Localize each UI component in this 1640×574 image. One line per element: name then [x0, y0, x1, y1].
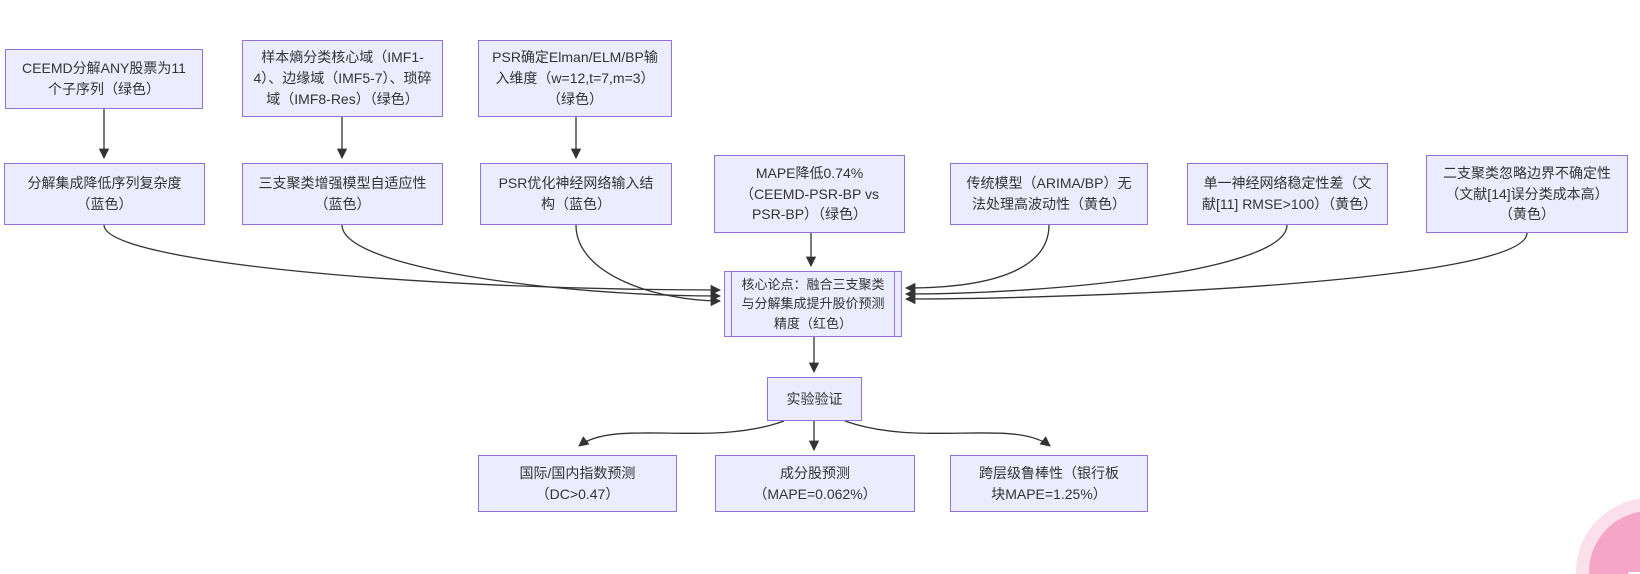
- node-traditional: 传统模型（ARIMA/BP）无法处理高波动性（黄色）: [950, 163, 1148, 225]
- edge-three_way-core: [341, 224, 722, 302]
- edge-experiment-robustness: [844, 420, 1051, 447]
- node-entropy-label: 样本熵分类核心域（IMF1-4）、边缘域（IMF5-7）、琐碎域（IMF8-Re…: [253, 49, 432, 107]
- node-ceemd-label: CEEMD分解ANY股票为11个子序列（绿色）: [22, 60, 186, 97]
- node-robustness-label: 跨层级鲁棒性（银行板块MAPE=1.25%）: [979, 464, 1119, 502]
- node-mape-gain-label: MAPE降低0.74%（CEEMD-PSR-BP vs PSR-BP）（绿色）: [740, 164, 879, 223]
- edge-decomp-core: [103, 224, 722, 296]
- edge-traditional-core: [904, 224, 1050, 294]
- subroutine-bar-left: [731, 272, 732, 336]
- edge-single_nn-core: [904, 224, 1288, 300]
- node-decomp-label: 分解集成降低序列复杂度（蓝色）: [27, 175, 182, 212]
- node-psr-opt: PSR优化神经网络输入结构（蓝色）: [480, 163, 672, 225]
- node-three-way-label: 三支聚类增强模型自适应性（蓝色）: [258, 175, 427, 212]
- node-core-thesis-label: 核心论点：融合三支聚类与分解集成提升股价预测精度（红色）: [741, 277, 885, 331]
- node-three-way: 三支聚类增强模型自适应性（蓝色）: [242, 163, 443, 225]
- node-experiment-label: 实验验证: [786, 390, 843, 407]
- node-mape-gain: MAPE降低0.74%（CEEMD-PSR-BP vs PSR-BP）（绿色）: [714, 155, 905, 233]
- node-psr-opt-label: PSR优化神经网络输入结构（蓝色）: [498, 175, 654, 212]
- node-index-pred: 国际/国内指数预测（DC>0.47）: [478, 455, 677, 512]
- edge-psr_opt-core: [575, 224, 722, 307]
- node-two-way: 二支聚类忽略边界不确定性（文献[14]误分类成本高）（黄色）: [1426, 155, 1628, 233]
- subroutine-bar-right: [894, 272, 895, 336]
- node-component-pred-label: 成分股预测（MAPE=0.062%）: [753, 464, 877, 502]
- node-component-pred: 成分股预测（MAPE=0.062%）: [715, 455, 915, 512]
- node-psr-input-label: PSR确定Elman/ELM/BP输入维度（w=12,t=7,m=3）（绿色）: [492, 49, 658, 107]
- node-single-nn: 单一神经网络稳定性差（文献[11] RMSE>100）（黄色）: [1187, 163, 1388, 225]
- node-decomp: 分解集成降低序列复杂度（蓝色）: [4, 163, 205, 225]
- node-two-way-label: 二支聚类忽略边界不确定性（文献[14]误分类成本高）（黄色）: [1443, 164, 1611, 223]
- node-entropy: 样本熵分类核心域（IMF1-4）、边缘域（IMF5-7）、琐碎域（IMF8-Re…: [242, 40, 443, 117]
- node-index-pred-label: 国际/国内指数预测（DC>0.47）: [519, 464, 636, 502]
- node-core-thesis: 核心论点：融合三支聚类与分解集成提升股价预测精度（红色）: [724, 271, 902, 337]
- edge-two_way-core: [904, 232, 1528, 305]
- node-robustness: 跨层级鲁棒性（银行板块MAPE=1.25%）: [950, 455, 1148, 512]
- translate-button-label: 中A: [1626, 565, 1640, 574]
- node-ceemd: CEEMD分解ANY股票为11个子序列（绿色）: [5, 49, 203, 109]
- node-psr-input: PSR确定Elman/ELM/BP输入维度（w=12,t=7,m=3）（绿色）: [478, 40, 672, 117]
- node-traditional-label: 传统模型（ARIMA/BP）无法处理高波动性（黄色）: [966, 175, 1132, 212]
- edge-experiment-index_pred: [578, 420, 785, 447]
- node-experiment: 实验验证: [767, 377, 862, 421]
- node-single-nn-label: 单一神经网络稳定性差（文献[11] RMSE>100）（黄色）: [1202, 175, 1378, 212]
